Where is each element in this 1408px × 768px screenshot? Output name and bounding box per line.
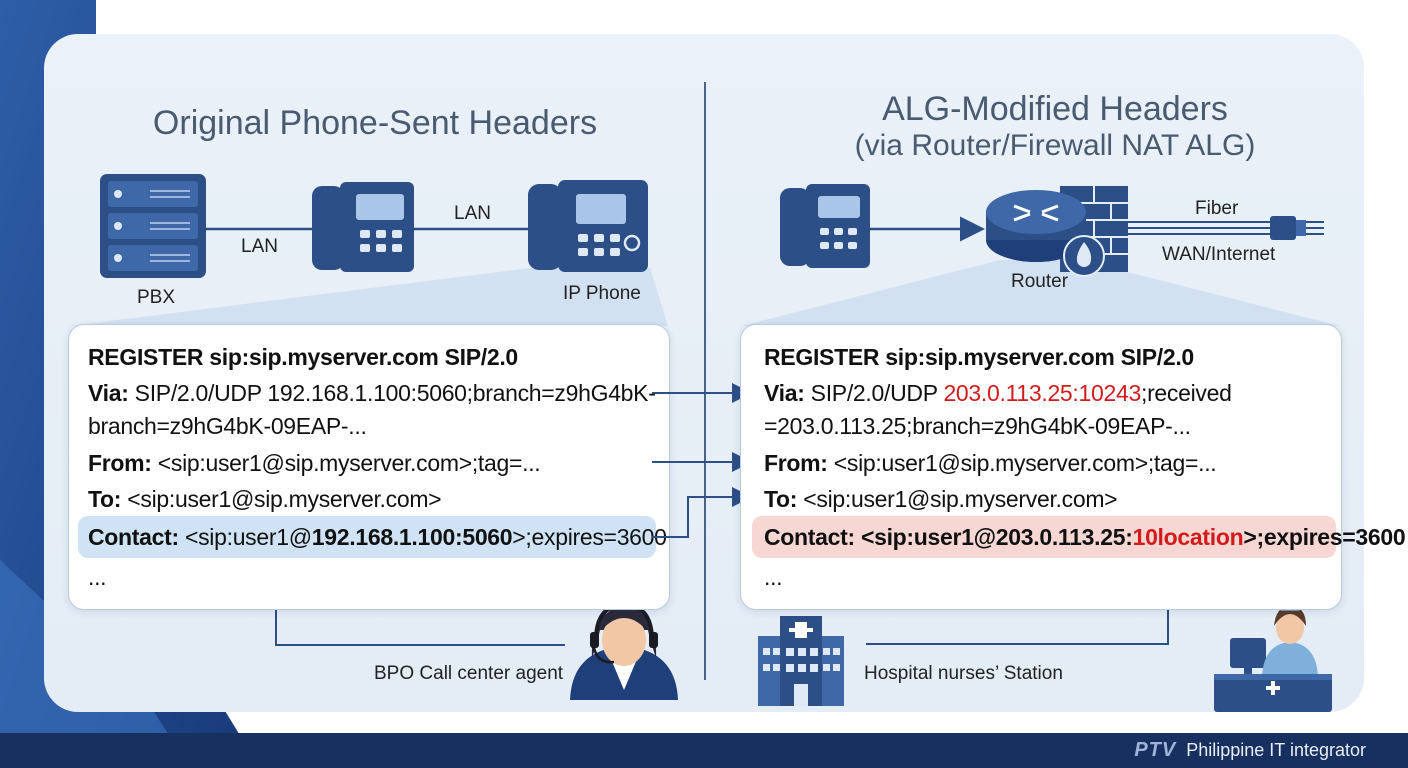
left-ellipsis: ... — [88, 564, 107, 590]
router-label: Router — [1011, 271, 1069, 292]
ip-phone-label: IP Phone — [563, 283, 641, 304]
nurse-station-icon — [1214, 601, 1332, 712]
right-via-continuation: =203.0.113.25;branch=z9hG4bK-09EAP-... — [764, 413, 1191, 439]
router-icon — [986, 190, 1105, 277]
fiber-label: Fiber — [1195, 198, 1239, 219]
desk-phone-right-icon — [780, 184, 870, 268]
desk-phone-icon — [312, 182, 414, 272]
left-register-line: REGISTER sip:sip.myserver.com SIP/2.0 — [88, 344, 518, 370]
right-title: ALG-Modified Headers — [882, 90, 1228, 128]
right-subtitle: (via Router/Firewall NAT ALG) — [854, 129, 1256, 162]
left-title: Original Phone-Sent Headers — [152, 104, 598, 142]
right-register-line: REGISTER sip:sip.myserver.com SIP/2.0 — [764, 344, 1194, 370]
center-divider — [704, 82, 706, 680]
alg-headers-box — [740, 324, 1342, 610]
right-ellipsis: ... — [764, 564, 783, 590]
right-via-line: Via: SIP/2.0/UDP 203.0.113.25:10243;rece… — [764, 380, 1232, 406]
footer-brand: PTV Philippine IT integrator — [1134, 739, 1366, 762]
agent-label: BPO Call center agent — [374, 663, 564, 684]
ptv-logo: PTV — [1134, 739, 1177, 761]
left-via-line: Via: SIP/2.0/UDP 192.168.1.100:5060;bran… — [88, 380, 656, 406]
ip-phone-icon — [528, 180, 648, 272]
pbx-label: PBX — [137, 287, 176, 308]
fiber-connector-icon — [1270, 216, 1324, 240]
left-via-continuation: branch=z9hG4bK-09EAP-... — [88, 413, 367, 439]
original-headers-box — [68, 324, 670, 610]
hospital-building-icon — [758, 616, 844, 706]
pbx-server-icon — [100, 174, 206, 278]
left-from-line: From: <sip:user1@sip.myserver.com>;tag=.… — [88, 450, 541, 476]
footer-bar: PTV Philippine IT integrator — [0, 733, 1408, 768]
wan-label: WAN/Internet — [1162, 244, 1276, 265]
station-label: Hospital nurses’ Station — [864, 663, 1063, 684]
right-contact-line: Contact: <sip:user1@203.0.113.25:10locat… — [764, 524, 1406, 550]
left-contact-line: Contact: <sip:user1@192.168.1.100:5060>;… — [88, 524, 667, 550]
right-from-line: From: <sip:user1@sip.myserver.com>;tag=.… — [764, 450, 1217, 476]
left-to-line: To: <sip:user1@sip.myserver.com> — [88, 486, 442, 512]
right-to-line: To: <sip:user1@sip.myserver.com> — [764, 486, 1118, 512]
lan-label-2: LAN — [454, 203, 491, 224]
contact-highlight-red — [752, 516, 1336, 558]
footer-brand-text: Philippine IT integrator — [1186, 740, 1366, 760]
lan-label-1: LAN — [241, 236, 278, 257]
contact-highlight-blue — [78, 516, 656, 558]
